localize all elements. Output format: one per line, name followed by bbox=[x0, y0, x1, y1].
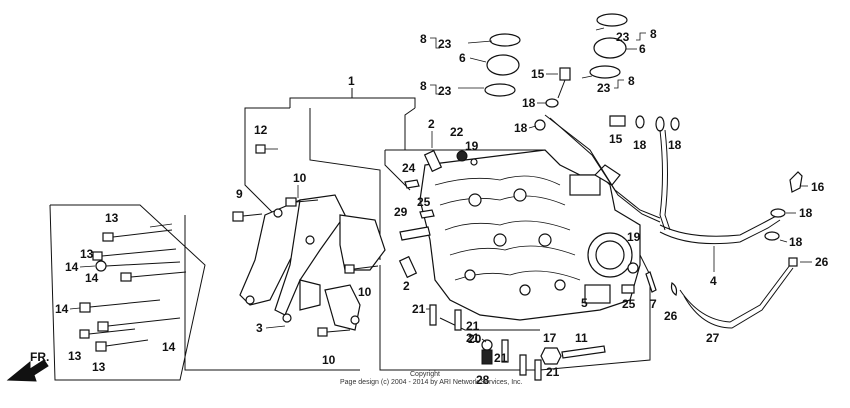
callout-13: 13 bbox=[105, 211, 119, 225]
bolt-group-box bbox=[49, 204, 206, 381]
callout-25: 25 bbox=[417, 195, 431, 209]
callout-8: 8 bbox=[420, 79, 427, 93]
copyright-line-1: Copyright bbox=[410, 371, 440, 378]
callout-18: 18 bbox=[633, 138, 647, 152]
callout-19: 19 bbox=[465, 139, 479, 153]
callout-9: 9 bbox=[236, 187, 243, 201]
front-direction-arrow: FR. bbox=[6, 350, 49, 382]
copyright-watermark: Copyright Page design (c) 2004 - 2014 by… bbox=[340, 371, 523, 386]
callout-14: 14 bbox=[55, 302, 69, 316]
callout-2: 2 bbox=[403, 279, 410, 293]
callout-16: 16 bbox=[811, 180, 825, 194]
pipes-and-hoses bbox=[534, 67, 803, 329]
callout-10: 10 bbox=[293, 171, 307, 185]
callout-25: 25 bbox=[622, 297, 636, 311]
long-bolts bbox=[79, 223, 187, 352]
callout-15: 15 bbox=[609, 132, 623, 146]
callout-14: 14 bbox=[162, 340, 176, 354]
callout-14: 14 bbox=[65, 260, 79, 274]
callout-8: 8 bbox=[628, 74, 635, 88]
callout-13: 13 bbox=[92, 360, 106, 374]
callout-1: 1 bbox=[348, 74, 355, 88]
callout-4: 4 bbox=[710, 274, 717, 288]
callout-8: 8 bbox=[650, 27, 657, 41]
callout-18: 18 bbox=[789, 235, 803, 249]
callout-11: 11 bbox=[575, 331, 588, 345]
callout-17: 17 bbox=[543, 331, 557, 345]
callout-28: 28 bbox=[476, 373, 490, 387]
callout-21: 21 bbox=[466, 331, 480, 345]
callout-18: 18 bbox=[522, 96, 536, 110]
callout-labels: 1 2 2 3 4 5 6 6 7 8 8 8 8 9 10 10 10 11 … bbox=[55, 27, 829, 387]
group-bracket-1 bbox=[184, 88, 416, 371]
callout-23: 23 bbox=[616, 30, 630, 44]
copyright-line-2: Page design (c) 2004 - 2014 by ARI Netwo… bbox=[340, 379, 523, 386]
callout-2: 2 bbox=[428, 117, 435, 131]
callout-18: 18 bbox=[799, 206, 813, 220]
callout-8: 8 bbox=[420, 32, 427, 46]
callout-20: 20 bbox=[468, 332, 482, 346]
callout-15: 15 bbox=[531, 67, 545, 81]
callout-13: 13 bbox=[68, 349, 82, 363]
callout-19: 19 bbox=[627, 230, 641, 244]
callout-21: 21 bbox=[412, 302, 426, 316]
callout-14: 14 bbox=[85, 271, 99, 285]
callout-5: 5 bbox=[581, 296, 588, 310]
callout-26: 26 bbox=[815, 255, 829, 269]
callout-10: 10 bbox=[322, 353, 336, 367]
direction-label: FR. bbox=[30, 350, 49, 364]
callout-6: 6 bbox=[639, 42, 646, 56]
callout-7: 7 bbox=[650, 297, 657, 311]
callout-23: 23 bbox=[597, 81, 611, 95]
callout-12: 12 bbox=[254, 123, 268, 137]
callout-18: 18 bbox=[668, 138, 682, 152]
intake-manifolds bbox=[458, 13, 628, 97]
callout-13: 13 bbox=[80, 247, 94, 261]
callout-24: 24 bbox=[402, 161, 416, 175]
cylinder-head bbox=[419, 149, 641, 321]
callout-6: 6 bbox=[459, 51, 466, 65]
callout-18: 18 bbox=[514, 121, 528, 135]
callout-3: 3 bbox=[256, 321, 263, 335]
callout-21: 21 bbox=[494, 351, 508, 365]
dowels-and-pins bbox=[398, 149, 678, 381]
callout-21: 21 bbox=[546, 365, 560, 379]
engine-brackets-left bbox=[232, 144, 386, 337]
callout-21: 21 bbox=[466, 319, 480, 333]
callout-22: 22 bbox=[450, 125, 464, 139]
callout-26: 26 bbox=[664, 309, 678, 323]
callout-10: 10 bbox=[358, 285, 372, 299]
callout-29: 29 bbox=[394, 205, 408, 219]
callout-27: 27 bbox=[706, 331, 720, 345]
callout-23: 23 bbox=[438, 37, 452, 51]
callout-23: 23 bbox=[438, 84, 452, 98]
group-bracket-head bbox=[379, 149, 651, 371]
